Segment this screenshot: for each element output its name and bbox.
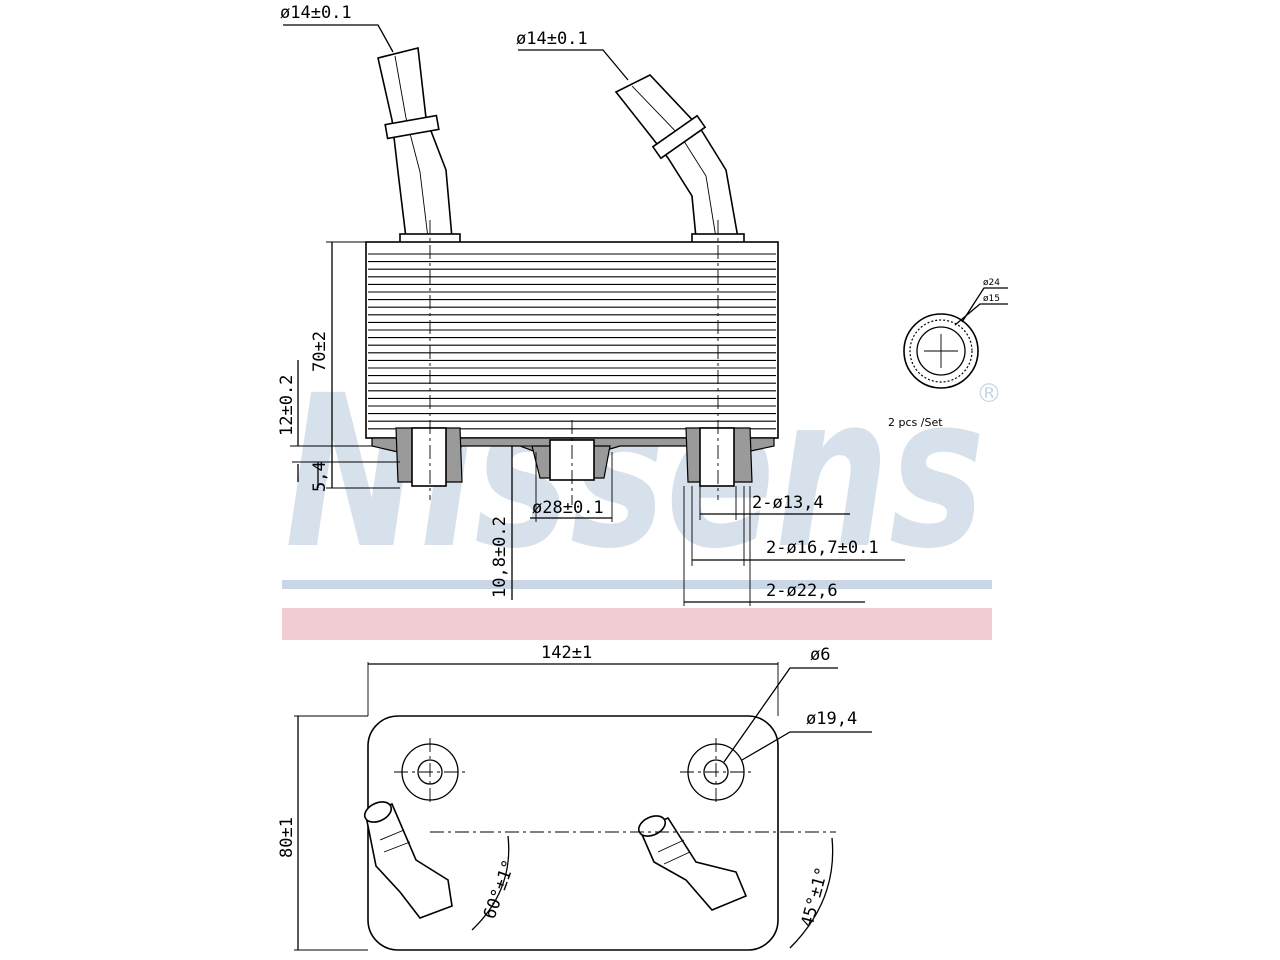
dim-width: 80±1	[277, 817, 297, 858]
port-boss-right	[685, 427, 753, 487]
dim-height: 70±2	[310, 331, 330, 372]
pipe-top-right	[637, 815, 748, 911]
cooler-core	[365, 241, 779, 439]
dim-28: ø28±0.1	[532, 498, 604, 518]
left-pipe	[377, 47, 461, 245]
dim-22-6: 2-ø22,6	[766, 581, 838, 601]
dim-hole-19-4: ø19,4	[806, 709, 857, 729]
watermark-registered-mark: ®	[976, 379, 1002, 409]
cooler-outline-top	[367, 715, 779, 951]
mount-hole-right	[680, 738, 752, 806]
seal-ring-detail: ø24 ø15 2 pcs /Set	[888, 278, 1008, 429]
dim-hole-6: ø6	[810, 645, 830, 665]
dim-seal-inner: ø15	[983, 294, 1000, 304]
port-boss-left	[395, 427, 463, 487]
angle-45: 45°±1°	[798, 865, 833, 930]
watermark-blue-stripe	[282, 580, 992, 589]
dim-seal-outer: ø24	[983, 278, 1000, 288]
watermark-red-stripe	[282, 608, 992, 640]
dim-pipe-right: ø14±0.1	[516, 29, 588, 49]
mount-hole-left	[394, 738, 466, 806]
top-view: 142±1 80±1 ø6 ø19,4	[277, 643, 872, 951]
dim-5-4: 5,4	[310, 461, 330, 492]
pipe-top-left	[363, 801, 453, 919]
right-pipe	[614, 74, 745, 245]
side-view: ø14±0.1 ø14±0.1 70±2 12±0.2 5,4 ø28±0.1 …	[277, 3, 905, 606]
dim-16-7: 2-ø16,7±0.1	[766, 538, 879, 558]
dim-12: 12±0.2	[277, 375, 297, 436]
port-boss-center	[531, 439, 611, 481]
dim-10-8: 10,8±0.2	[490, 516, 510, 598]
dim-13-4: 2-ø13,4	[752, 493, 824, 513]
dim-length: 142±1	[541, 643, 592, 663]
seal-quantity-note: 2 pcs /Set	[888, 416, 943, 429]
cooler-fins	[368, 253, 776, 430]
dim-pipe-left: ø14±0.1	[280, 3, 352, 23]
